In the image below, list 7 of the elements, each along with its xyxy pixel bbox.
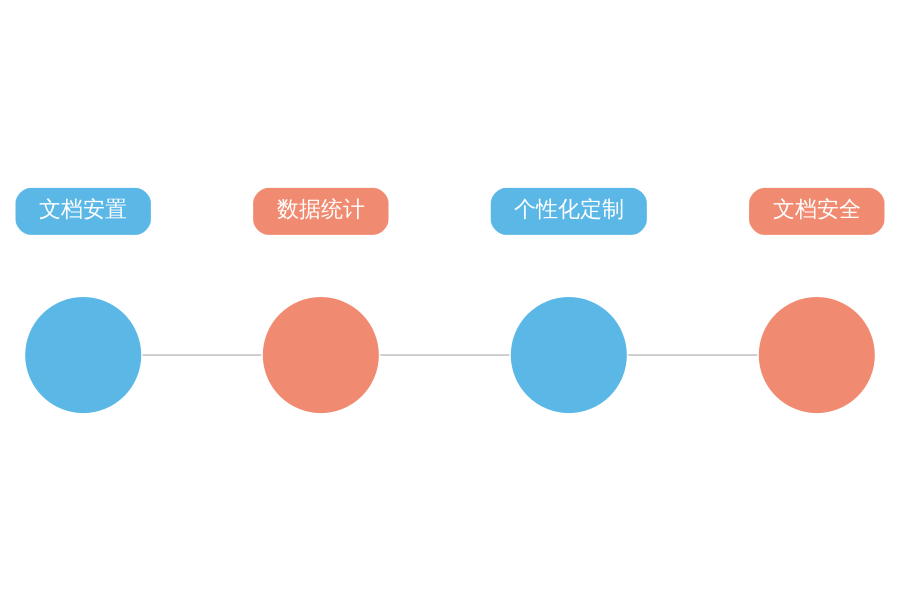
node-box: 文档安全 — [746, 184, 888, 238]
node-box: 数据统计 — [250, 184, 392, 238]
node-box: 文档安置 — [12, 184, 154, 238]
connector — [142, 354, 262, 356]
connector — [380, 354, 510, 356]
node-box: 个性化定制 — [488, 184, 650, 238]
connector — [628, 354, 758, 356]
